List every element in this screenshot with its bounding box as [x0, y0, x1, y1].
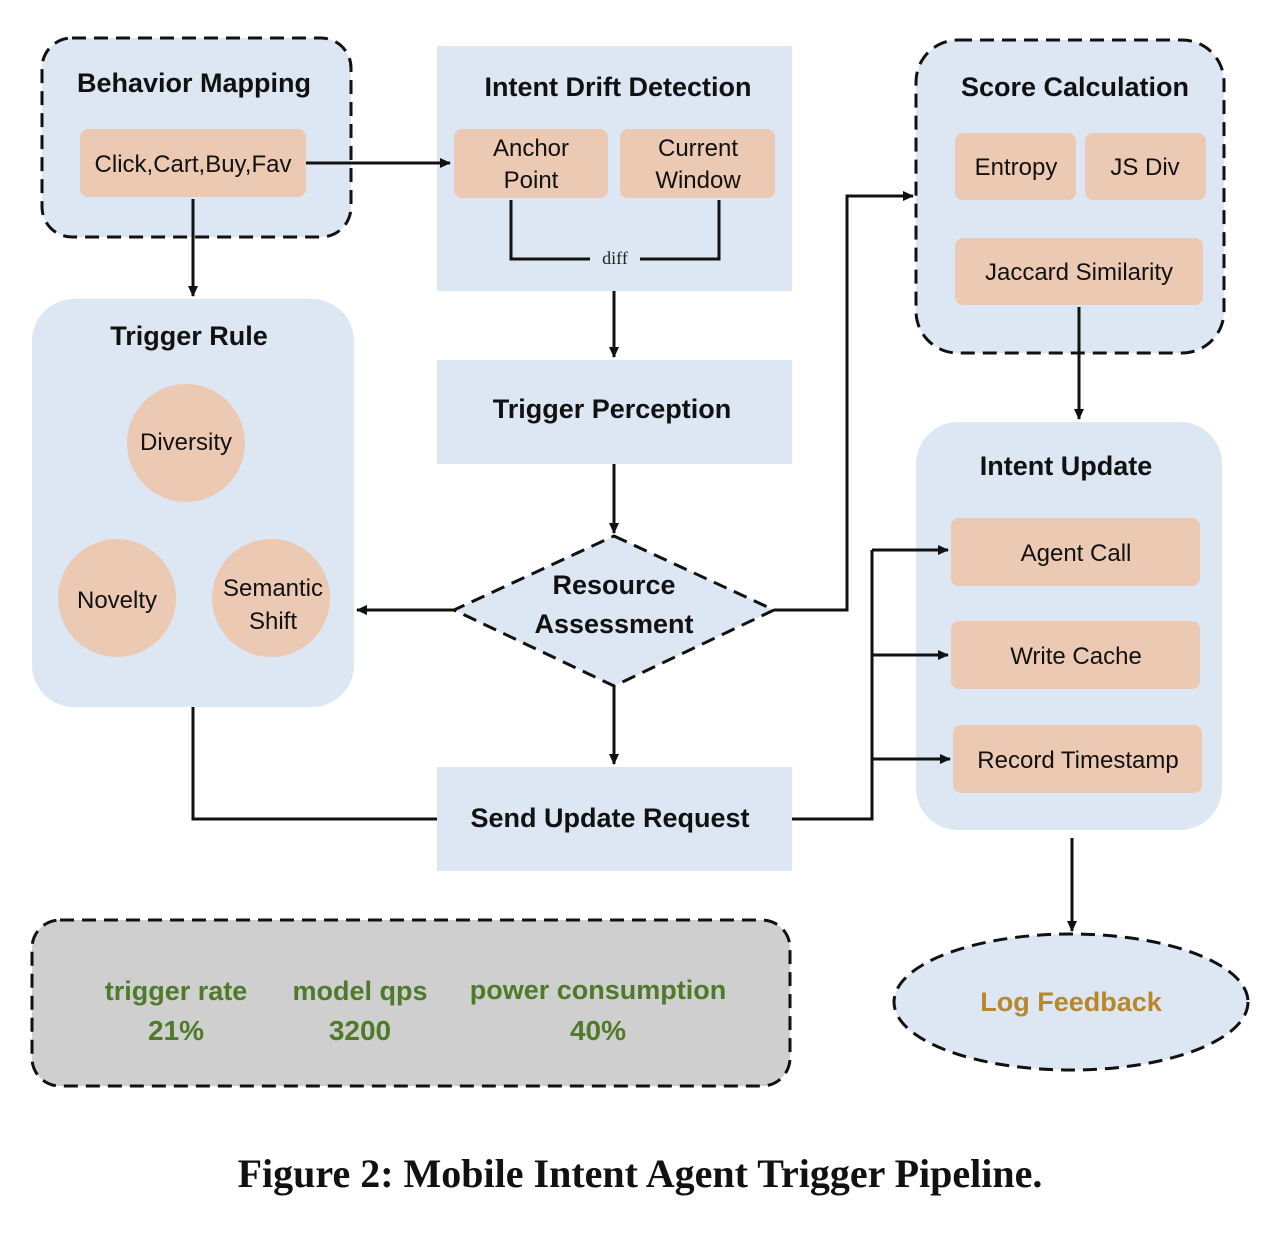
stat-label-model-qps: model qps: [292, 976, 427, 1006]
line-send-to-branch: [792, 550, 874, 821]
events-label: Click,Cart,Buy,Fav: [95, 151, 292, 178]
js-div-label: JS Div: [1110, 154, 1179, 181]
agent-call-node: [951, 518, 1200, 586]
stat-value-power: 40%: [570, 1015, 626, 1046]
connectors: [188, 158, 1084, 932]
trigger-rule-title: Trigger Rule: [110, 321, 268, 351]
jaccard-node: [955, 238, 1203, 305]
log-feedback-ellipse: [892, 932, 1250, 1072]
stat-label-trigger-rate: trigger rate: [105, 976, 248, 1006]
trigger-rule-group: Trigger Rule Diversity Novelty Semantic …: [32, 299, 354, 707]
semantic-label-line2: Shift: [249, 608, 297, 635]
js-div-node: [1085, 133, 1206, 200]
current-label-line1: Current: [658, 135, 738, 162]
diff-label: diff: [602, 248, 628, 268]
write-cache-label: Write Cache: [1010, 643, 1142, 670]
jaccard-label: Jaccard Similarity: [985, 259, 1173, 286]
diff-bracket-left: [509, 200, 590, 261]
record-timestamp-node: [953, 725, 1202, 793]
record-timestamp-label: Record Timestamp: [977, 747, 1178, 774]
diversity-label: Diversity: [140, 429, 232, 456]
semantic-shift-node: [212, 539, 330, 657]
trigger-perception-box: [437, 360, 792, 464]
trigger-perception-label: Trigger Perception: [493, 394, 732, 424]
semantic-label-line1: Semantic: [223, 575, 323, 602]
entropy-node: [955, 133, 1076, 200]
stats-panel-group: trigger rate 21% model qps 3200 power co…: [30, 918, 792, 1088]
trigger-rule-panel: [32, 299, 354, 707]
send-update-box: [437, 767, 792, 871]
agent-call-label: Agent Call: [1021, 540, 1132, 567]
novelty-label: Novelty: [77, 587, 157, 614]
intent-drift-group: Intent Drift Detection Anchor Point Curr…: [437, 46, 792, 291]
arrow-assessment-to-score: [774, 191, 914, 612]
current-window-node: [620, 129, 775, 198]
diff-bracket-right: [640, 200, 721, 261]
entropy-label: Entropy: [975, 154, 1058, 181]
resource-label-line2: Assessment: [534, 609, 693, 639]
novelty-node: [58, 539, 176, 657]
figure-caption: Figure 2: Mobile Intent Agent Trigger Pi…: [237, 1151, 1043, 1196]
anchor-label-line2: Point: [504, 167, 559, 194]
current-label-line2: Window: [655, 167, 741, 194]
stat-label-power: power consumption: [470, 975, 727, 1005]
behavior-mapping-group: Behavior Mapping Click,Cart,Buy,Fav: [40, 36, 353, 239]
pipeline-diagram: Behavior Mapping Click,Cart,Buy,Fav Inte…: [30, 36, 1250, 1088]
events-node: [80, 129, 306, 197]
log-feedback-label: Log Feedback: [980, 987, 1163, 1017]
resource-label-line1: Resource: [552, 570, 675, 600]
score-calculation-title: Score Calculation: [961, 72, 1189, 102]
stat-value-model-qps: 3200: [329, 1015, 391, 1046]
intent-update-group: Intent Update Agent Call Write Cache Rec…: [916, 422, 1222, 830]
anchor-point-node: [454, 129, 608, 198]
stat-value-trigger-rate: 21%: [148, 1015, 204, 1046]
score-calculation-group: Score Calculation Entropy JS Div Jaccard…: [914, 38, 1226, 355]
write-cache-node: [951, 621, 1200, 689]
anchor-label-line1: Anchor: [493, 135, 569, 162]
diversity-node: [127, 384, 245, 502]
intent-drift-title: Intent Drift Detection: [485, 72, 752, 102]
line-trigger-rule-to-send: [191, 707, 437, 821]
behavior-mapping-title: Behavior Mapping: [77, 68, 311, 98]
stats-panel: [30, 918, 792, 1088]
send-update-label: Send Update Request: [470, 803, 749, 833]
intent-update-title: Intent Update: [980, 451, 1153, 481]
